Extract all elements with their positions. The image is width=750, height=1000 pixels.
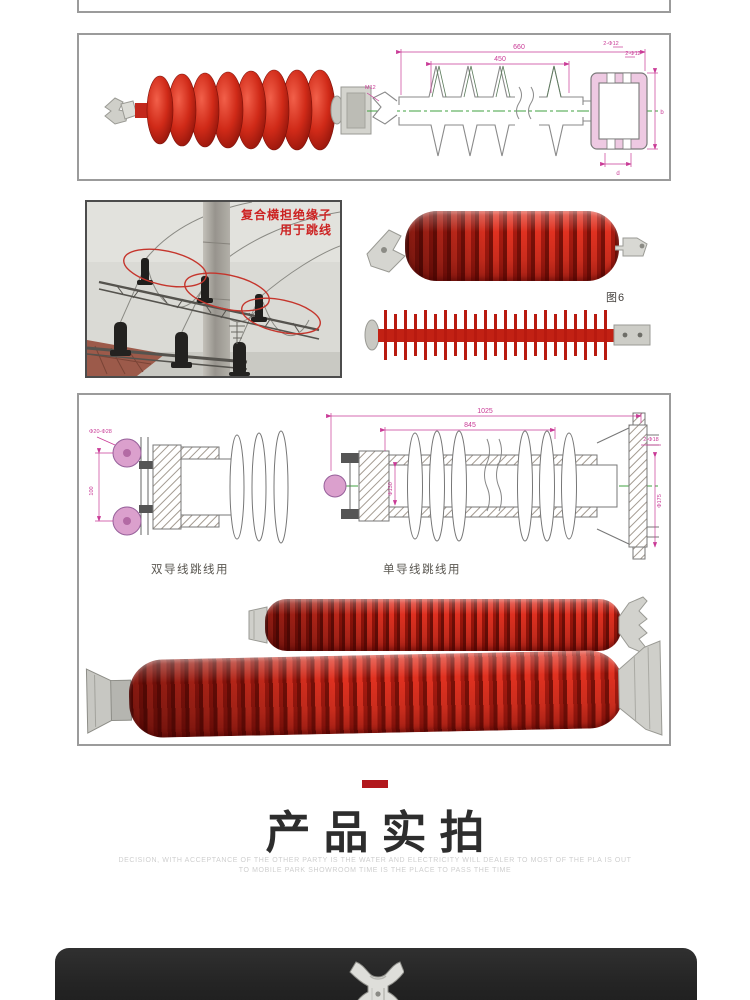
dim-thread: M12 <box>365 85 376 91</box>
section-title: 产品实拍 <box>265 807 498 858</box>
view-single-conductor: 1025 845 2-Φ18 Φ175 Φ130 <box>323 408 663 560</box>
subtitle-en-line2: TO MOBILE PARK SHOWROOM TIME IS THE PLAC… <box>238 867 512 874</box>
dim-spacing: 100 <box>89 486 95 495</box>
dim-holes-b: 2-Φ12 <box>625 51 640 57</box>
end-flange-right <box>618 596 648 654</box>
insulator-photo-long-rod <box>362 306 654 364</box>
end-cap-left <box>248 606 268 644</box>
view-double-conductor: Φ20-Φ28 100 <box>89 429 289 544</box>
bottom-dark-panel <box>55 948 697 1000</box>
insulator-photo-pin-type <box>104 69 372 151</box>
insulator-photo-station-post-large <box>84 639 668 749</box>
insulator-body <box>405 211 619 281</box>
label-double-conductor: 双导线跳线用 <box>151 562 229 576</box>
insulator-body <box>128 649 624 739</box>
dim-holes-a: 2-Φ12 <box>603 41 618 47</box>
red-divider-dash <box>362 780 388 788</box>
clamp-fitting-photo <box>349 961 404 1000</box>
long-rod-insulator-image <box>364 310 651 360</box>
clevis-fitting <box>366 229 406 273</box>
dim-flange-height: Φ175 <box>657 494 663 508</box>
tongue-fitting <box>615 237 648 257</box>
installation-photo-image <box>87 202 340 376</box>
dim-conductor-range: Φ20-Φ28 <box>89 429 112 435</box>
photo-annotation: 复合横担绝缘子 用于跳线 <box>241 208 332 238</box>
dim-overall-length: 660 <box>513 44 525 51</box>
annotation-line-1: 复合横担绝缘子 <box>240 208 332 222</box>
figure-6-label: 图6 <box>606 292 626 304</box>
dim-core-diameter: Φ130 <box>388 482 394 496</box>
insulator-photo-station-post-small <box>247 593 649 657</box>
installation-photo: 复合横担绝缘子 用于跳线 <box>85 200 342 378</box>
insulator-photo-ribbed <box>363 206 653 288</box>
annotation-line-2: 用于跳线 <box>279 223 332 237</box>
dim-height: b <box>660 110 664 116</box>
dim-shed-span: 450 <box>494 56 506 63</box>
figure1-panel: 660 450 2-Φ12 2-Φ12 b d M12 <box>77 33 671 181</box>
wing-flange-left <box>85 668 133 734</box>
dim-flange-holes: 2-Φ18 <box>643 437 658 443</box>
cad-drawing-crossarm-insulator: 660 450 2-Φ12 2-Φ12 b d M12 <box>365 41 664 177</box>
flange-right <box>618 640 663 736</box>
top-cutoff-panel <box>77 0 671 13</box>
dim-overall-length-2: 1025 <box>477 408 493 415</box>
insulator-body <box>265 599 621 651</box>
cad-drawing-jumper-insulators: Φ20-Φ28 100 双导线跳线用 <box>89 408 663 576</box>
figure2-panel: Φ20-Φ28 100 双导线跳线用 <box>77 393 671 746</box>
subtitle-en-line1: DECISION, WITH ACCEPTANCE OF THE OTHER P… <box>118 857 632 864</box>
dim-width: d <box>616 171 619 177</box>
dim-shed-span-2: 845 <box>464 422 476 429</box>
label-single-conductor: 单导线跳线用 <box>383 562 461 576</box>
